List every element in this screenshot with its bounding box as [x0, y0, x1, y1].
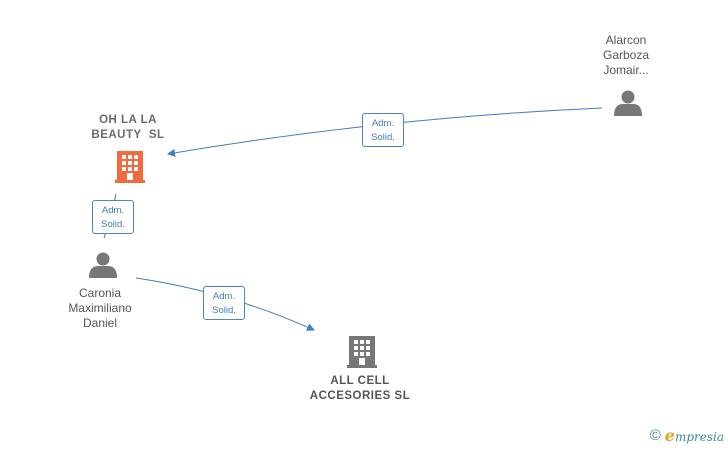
- edge-label-adm-solid: Adm. Solid.: [92, 200, 134, 234]
- person-icon[interactable]: [89, 252, 117, 279]
- edge-label-adm-solid: Adm. Solid.: [203, 286, 245, 320]
- footer-brand: © empresia: [650, 426, 724, 445]
- node-label-alarcon[interactable]: Alarcon Garboza Jomair...: [602, 33, 650, 77]
- building-icon[interactable]: [347, 336, 377, 368]
- edge-label-adm-solid: Adm. Solid.: [362, 113, 404, 147]
- node-label-all-cell-accesories[interactable]: ALL CELL ACCESORIES SL: [309, 375, 411, 402]
- person-icon[interactable]: [614, 90, 642, 117]
- node-label-oh-la-la-beauty[interactable]: OH LA LA BEAUTY SL: [91, 114, 165, 141]
- brand-logo[interactable]: empresia: [664, 426, 724, 445]
- copyright-icon: ©: [649, 426, 661, 444]
- node-label-caronia[interactable]: Caronia Maximiliano Daniel: [68, 286, 132, 330]
- building-icon[interactable]: [115, 151, 145, 183]
